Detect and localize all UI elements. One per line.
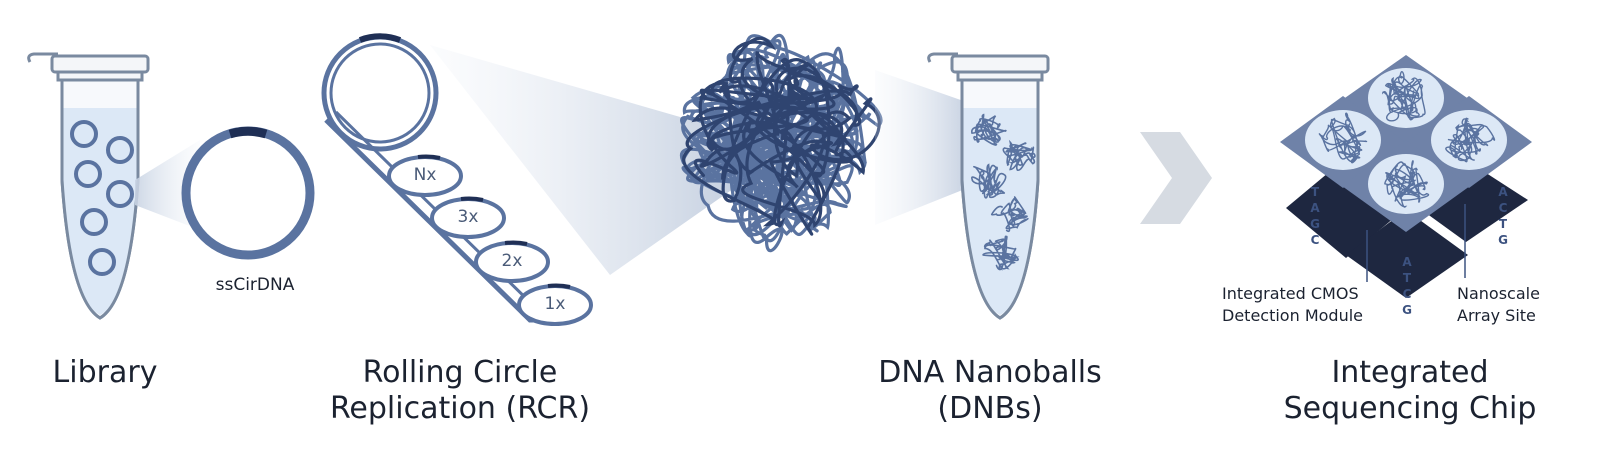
stage-title-dnb-line1: DNA Nanoballs (878, 355, 1102, 390)
base-letter: G (1310, 217, 1320, 231)
arrow-icon (1140, 132, 1212, 224)
base-letter: A (1402, 255, 1412, 269)
array-label-line1: Nanoscale (1457, 284, 1540, 303)
multiple-label-nx: Nx (413, 165, 437, 185)
rcr-copy-ellipses (387, 154, 593, 326)
base-letter: G (1402, 303, 1412, 317)
dna-strand (682, 36, 881, 236)
base-letter: A (1498, 185, 1508, 199)
stage-title-rcr-line1: Rolling Circle (362, 355, 558, 390)
base-letter: C (1402, 287, 1412, 301)
dna-strand (1384, 160, 1430, 208)
stage-title-library: Library (52, 355, 158, 390)
stage-title-chip-line1: Integrated (1331, 355, 1489, 390)
dna-strand (982, 235, 1020, 272)
bases-left: T A G C (1308, 184, 1322, 248)
dna-strand (971, 163, 1007, 199)
base-letter: T (1310, 185, 1320, 199)
cmos-label-line2: Detection Module (1222, 306, 1363, 325)
stage-title-rcr-line2: Replication (RCR) (329, 391, 591, 426)
sscirdna-label: ssCirDNA (215, 275, 295, 295)
array-label: Nanoscale Array Site (1457, 283, 1567, 327)
dna-strand (971, 113, 1007, 146)
stage-title-chip: Integrated Sequencing Chip (1260, 355, 1560, 427)
sscirdna-circle (181, 126, 315, 260)
base-letter: T (1498, 217, 1508, 231)
cmos-label: Integrated CMOS Detection Module (1222, 283, 1392, 327)
chip-nanoballs (1318, 70, 1496, 208)
dna-strand (1445, 117, 1496, 163)
stage-title-dnb-line2: (DNBs) (937, 391, 1043, 426)
sequencing-chip (1280, 55, 1532, 298)
multiple-label-1x: 1x (544, 294, 566, 314)
zoom-cone-nanoball (875, 70, 975, 225)
library-circles (70, 120, 134, 276)
dna-strand (1382, 70, 1426, 122)
base-letter: C (1498, 201, 1508, 215)
stage-title-rcr: Rolling Circle Replication (RCR) (300, 355, 620, 427)
multiple-label-3x: 3x (457, 207, 479, 227)
base-letter: T (1402, 271, 1412, 285)
library-tube (27, 52, 150, 320)
cmos-label-line1: Integrated CMOS (1222, 284, 1359, 303)
dna-strand (990, 196, 1029, 233)
stage-title-chip-line2: Sequencing Chip (1283, 391, 1537, 426)
bases-bottom: A T C G (1400, 254, 1414, 318)
dnb-tube-balls (971, 113, 1036, 272)
dna-nanoball (680, 33, 883, 253)
base-letter: A (1310, 201, 1320, 215)
base-letter: G (1498, 233, 1508, 247)
multiple-label-2x: 2x (501, 251, 523, 271)
bases-right: A C T G (1496, 184, 1510, 248)
base-letter: C (1310, 233, 1320, 247)
stage-title-dnb: DNA Nanoballs (DNBs) (840, 355, 1140, 427)
zoom-cone-rcr (430, 45, 760, 275)
dna-strand (1318, 112, 1368, 164)
array-label-line2: Array Site (1457, 306, 1536, 325)
dna-strand (1002, 139, 1036, 171)
